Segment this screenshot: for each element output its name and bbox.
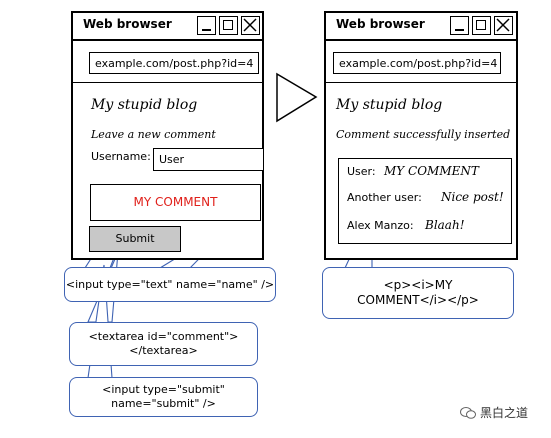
maximize-icon[interactable] xyxy=(472,16,491,35)
callout-textarea: <textarea id="comment"> </textarea> xyxy=(69,322,258,366)
callout-input-text: <input type="text" name="name" /> xyxy=(64,267,276,302)
comment-text: Blaah! xyxy=(425,218,465,232)
comment-textarea[interactable]: MY COMMENT xyxy=(90,184,261,221)
left-titlebar: Web browser xyxy=(73,13,262,41)
watermark: 黑白之道 xyxy=(460,404,528,421)
callout-output-line2: COMMENT</i></p> xyxy=(357,293,479,307)
left-divider xyxy=(73,82,262,83)
callout-output-line1: <p><i>MY xyxy=(383,278,453,292)
comment-user: User: xyxy=(347,165,376,178)
left-subtitle: Leave a new comment xyxy=(91,128,216,141)
watermark-text: 黑白之道 xyxy=(480,406,529,420)
chat-bubble-icon xyxy=(460,406,476,419)
username-input[interactable]: User xyxy=(153,148,264,171)
comment-user: Another user: xyxy=(347,191,422,204)
comment-user: Alex Manzo: xyxy=(347,219,414,232)
username-label: Username: xyxy=(91,150,151,163)
minimize-icon[interactable] xyxy=(197,16,216,35)
callout-output-html: <p><i>MY COMMENT</i></p> xyxy=(322,267,514,319)
right-subtitle: Comment successfully inserted xyxy=(336,128,511,141)
submit-button[interactable]: Submit xyxy=(89,226,181,252)
close-icon[interactable] xyxy=(494,16,513,35)
left-browser-window: Web browser example.com/post.php?id=4 My… xyxy=(71,11,264,260)
close-icon[interactable] xyxy=(241,16,260,35)
left-blog-title: My stupid blog xyxy=(91,97,198,113)
callout-submit: <input type="submit" name="submit" /> xyxy=(69,377,258,417)
callout-textarea-line2: </textarea> xyxy=(129,344,198,357)
right-browser-window: Web browser example.com/post.php?id=4 My… xyxy=(324,11,518,260)
comments-box: User: MY COMMENT Another user: Nice post… xyxy=(338,158,512,244)
callout-submit-line1: <input type="submit" xyxy=(102,383,225,397)
right-window-title: Web browser xyxy=(336,17,425,31)
minimize-icon[interactable] xyxy=(450,16,469,35)
comment-text: MY COMMENT xyxy=(384,164,479,178)
right-blog-title: My stupid blog xyxy=(336,97,443,113)
maximize-icon[interactable] xyxy=(219,16,238,35)
callout-submit-line2: name="submit" /> xyxy=(111,397,216,410)
callout-input-text-label: <input type="text" name="name" /> xyxy=(65,277,275,291)
right-address-bar[interactable]: example.com/post.php?id=4 xyxy=(333,52,501,74)
callout-textarea-line1: <textarea id="comment"> xyxy=(88,330,239,344)
left-address-bar[interactable]: example.com/post.php?id=4 xyxy=(89,52,259,74)
right-titlebar: Web browser xyxy=(326,13,516,41)
transition-arrow xyxy=(276,72,318,123)
comment-text: Nice post! xyxy=(441,190,504,204)
right-divider xyxy=(326,82,516,83)
left-window-title: Web browser xyxy=(83,17,172,31)
